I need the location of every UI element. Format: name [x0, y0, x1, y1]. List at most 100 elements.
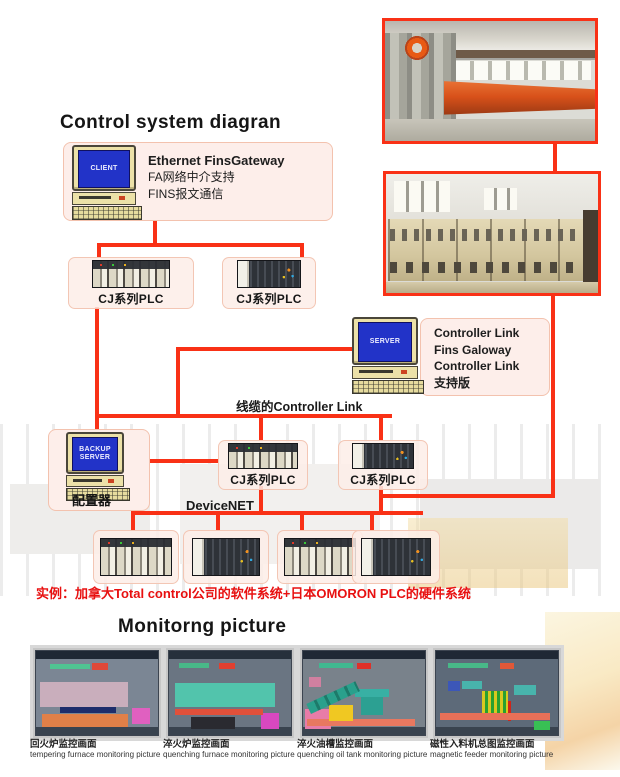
backup-monitor: BACKUP SERVER [66, 432, 124, 474]
photo-windows [456, 60, 591, 80]
backup-computer: BACKUP SERVER [66, 432, 130, 501]
backup-screen-label: SERVER [79, 454, 111, 461]
scada-screen-quenching-furnace [168, 650, 292, 736]
diagram-title: Control system diagran [60, 112, 282, 133]
monitor-caption-1: 回火炉监控画面 tempering furnace monitoring pic… [30, 739, 160, 760]
server-node-box [420, 318, 550, 396]
caption-en: quenching oil tank monitoring picture [297, 750, 428, 759]
photo-floor [386, 282, 598, 293]
plc-node-top-right: CJ系列PLC [222, 257, 316, 309]
scada-screen-tempering [35, 650, 159, 736]
photo-furnace-line [443, 81, 595, 115]
plc-label: CJ系列PLC [236, 291, 302, 306]
scada-conveyor-art [306, 681, 360, 714]
monitor-screenshot-2 [163, 645, 297, 741]
client-screen-label: CLIENT [90, 164, 118, 172]
factory-line-photo [382, 18, 598, 144]
example-note: 实例：加拿大Total control公司的软件系统+日本OMORON PLC的… [36, 586, 471, 601]
controller-link-bus-label: 线缆的Controller Link [236, 400, 363, 414]
photo-window [483, 188, 518, 210]
server-line: 支持版 [434, 375, 471, 390]
monitor-caption-2: 淬火炉监控画面 quenching furnace monitoring pic… [163, 739, 295, 760]
caption-en: magnetic feeder monitoring picture [430, 750, 554, 759]
connector-line [300, 515, 304, 531]
caption-en: tempering furnace monitoring picture [30, 750, 161, 759]
connector-line [153, 219, 157, 246]
connector-line [95, 307, 99, 417]
connector-line [379, 418, 383, 441]
backup-screen: BACKUP SERVER [72, 437, 118, 471]
connector-line [381, 494, 555, 498]
monitor-screenshot-3 [297, 645, 431, 741]
connector-line [551, 293, 555, 498]
plc-rack-image [92, 259, 170, 288]
connector-line [370, 515, 374, 531]
plc-rack-image [228, 442, 298, 469]
server-keyboard [352, 380, 424, 394]
plc-label: CJ系列PLC [350, 472, 416, 487]
plc-label: CJ系列PLC [230, 472, 296, 487]
client-line3: FINS报文通信 [148, 187, 224, 201]
client-monitor: CLIENT [72, 145, 136, 191]
plc-compact-image [192, 538, 260, 576]
caption-zh: 磁性入料机总图监控画面 [430, 739, 535, 750]
server-line: Controller Link [434, 359, 520, 373]
monitor-screenshot-4 [430, 645, 564, 741]
server-screen-label: SERVER [369, 337, 401, 345]
connector-line [259, 486, 263, 513]
caption-en: quenching furnace monitoring picture [163, 750, 295, 759]
connector-line [300, 247, 304, 258]
connector-line [95, 418, 99, 431]
server-case [352, 366, 418, 379]
plc-node-devicenet-1 [93, 530, 179, 584]
monitor-caption-3: 淬火油槽监控画面 quenching oil tank monitoring p… [297, 739, 427, 760]
connector-line [553, 141, 557, 171]
client-line2: FA网络中介支持 [148, 170, 235, 184]
photo-pulley [399, 35, 434, 62]
photo-dark-cabinet [583, 209, 598, 284]
client-screen: CLIENT [78, 150, 130, 188]
connector-line [97, 247, 101, 258]
plc-node-devicenet-2 [183, 530, 269, 584]
caption-zh: 回火炉监控画面 [30, 739, 97, 750]
client-heading: Ethernet FinsGateway [148, 153, 285, 168]
photo-cabinet-vents [390, 262, 582, 273]
connector-line [95, 414, 392, 418]
plc-compact-image [361, 538, 431, 576]
connector-line [216, 515, 220, 531]
connector-line [259, 418, 263, 441]
connector-line [176, 347, 180, 417]
connector-line [176, 347, 362, 351]
plc-node-devicenet-3 [277, 530, 363, 584]
photo-beam [385, 49, 595, 59]
monitoring-title: Monitorng picture [118, 616, 287, 637]
scada-screen-magnetic-feeder [435, 650, 559, 736]
client-keyboard [72, 206, 142, 220]
photo-window [394, 181, 450, 213]
server-text: Controller Link Fins Galoway Controller … [434, 325, 519, 391]
scada-screen-oil-tank [302, 650, 426, 736]
client-computer: CLIENT [72, 145, 142, 220]
connector-line [120, 459, 218, 463]
caption-zh: 淬火炉监控画面 [163, 739, 230, 750]
server-computer: SERVER [352, 317, 424, 394]
plc-node-mid-right: CJ系列PLC [338, 440, 428, 490]
monitor-screenshot-1 [30, 645, 164, 741]
client-case [72, 192, 136, 205]
connector-line [379, 486, 383, 513]
plc-compact-image [352, 442, 414, 469]
caption-zh: 淬火油槽监控画面 [297, 739, 374, 750]
plc-rack-image [284, 538, 356, 576]
backup-caption: 配置器 [72, 493, 112, 508]
photo-floor [385, 119, 595, 141]
client-text: Ethernet FinsGateway FA网络中介支持 FINS报文通信 [148, 152, 285, 203]
plc-node-top-left: CJ系列PLC [68, 257, 194, 309]
server-monitor: SERVER [352, 317, 418, 365]
server-screen: SERVER [358, 322, 412, 362]
connector-line [97, 243, 304, 247]
photo-cabinet-instruments [390, 228, 582, 241]
server-line: Controller Link [434, 326, 520, 340]
plc-label: CJ系列PLC [98, 291, 164, 306]
monitor-caption-4: 磁性入料机总图监控画面 magnetic feeder monitoring p… [430, 739, 553, 760]
